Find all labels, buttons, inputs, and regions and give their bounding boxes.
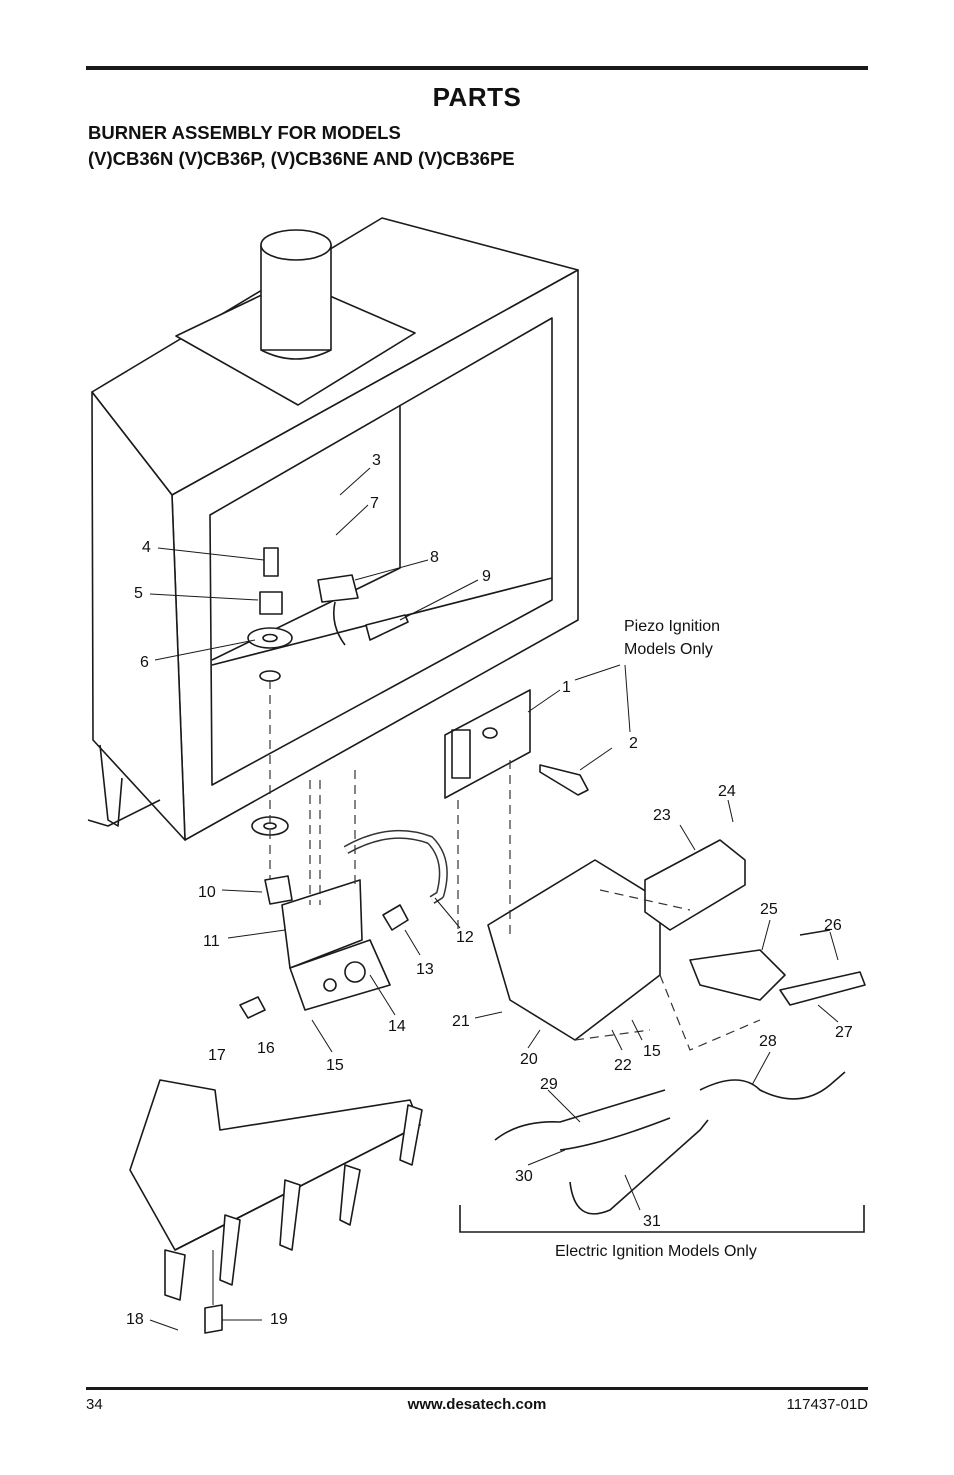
subtitle-line-2: (V)CB36N (V)CB36P, (V)CB36NE AND (V)CB36… [88, 148, 515, 169]
callout-28: 28 [759, 1033, 777, 1050]
callout-18: 18 [126, 1311, 144, 1328]
callout-3: 3 [372, 452, 381, 469]
page-number: 34 [86, 1396, 103, 1413]
piezo-note-line-2: Models Only [624, 641, 713, 658]
callout-25: 25 [760, 901, 778, 918]
section-subtitle: BURNER ASSEMBLY FOR MODELS (V)CB36N (V)C… [88, 120, 515, 172]
callout-17: 17 [208, 1047, 226, 1064]
bottom-rule [86, 1387, 868, 1390]
callout-29: 29 [540, 1076, 558, 1093]
callout-24: 24 [718, 783, 736, 800]
callout-14: 14 [388, 1018, 406, 1035]
callout-6: 6 [140, 654, 149, 671]
callout-23: 23 [653, 807, 671, 824]
callout-9: 9 [482, 568, 491, 585]
document-id: 117437-01D [786, 1396, 868, 1413]
page-title: PARTS [432, 82, 522, 112]
callout-12: 12 [456, 929, 474, 946]
callout-22: 22 [614, 1057, 632, 1074]
top-rule [86, 66, 868, 70]
callout-26: 26 [824, 917, 842, 934]
callout-5: 5 [134, 585, 143, 602]
callout-1: 1 [562, 679, 571, 696]
electric-ignition-note: Electric Ignition Models Only [555, 1243, 757, 1260]
callout-16: 16 [257, 1040, 275, 1057]
callout-2: 2 [629, 735, 638, 752]
subtitle-line-1: BURNER ASSEMBLY FOR MODELS [88, 122, 401, 143]
callout-19: 19 [270, 1311, 288, 1328]
callout-13: 13 [416, 961, 434, 978]
website-link[interactable]: www.desatech.com [407, 1396, 547, 1413]
callout-31: 31 [643, 1213, 661, 1230]
callout-30: 30 [515, 1168, 533, 1185]
callout-15b: 15 [643, 1043, 661, 1060]
callout-labels: 1 2 3 4 5 6 7 8 9 10 11 12 13 14 15 15 1… [126, 452, 853, 1328]
electric-models-bracket [459, 1205, 865, 1233]
callout-8: 8 [430, 549, 439, 566]
callout-27: 27 [835, 1024, 853, 1041]
callout-15a: 15 [326, 1057, 344, 1074]
callout-10: 10 [198, 884, 216, 901]
callout-4: 4 [142, 539, 151, 556]
callout-7: 7 [370, 495, 379, 512]
callout-11: 11 [203, 933, 220, 950]
callout-21: 21 [452, 1013, 470, 1030]
piezo-note-line-1: Piezo Ignition [624, 618, 720, 635]
callout-20: 20 [520, 1051, 538, 1068]
